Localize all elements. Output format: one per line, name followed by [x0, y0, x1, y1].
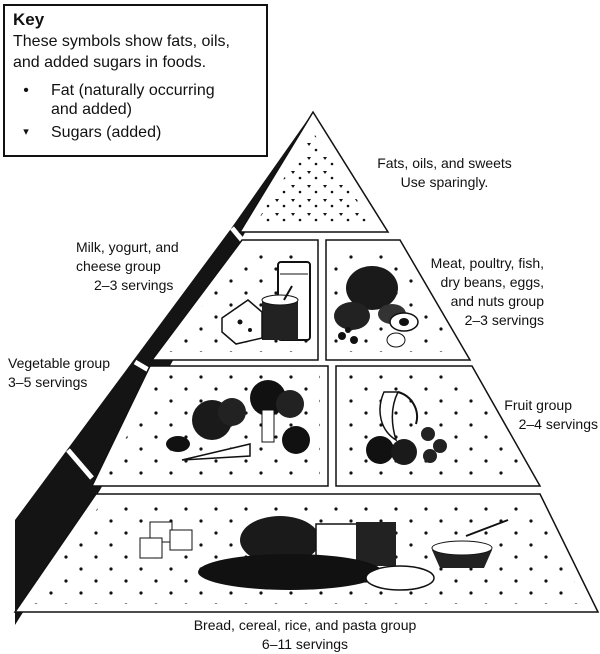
- key-item-sugar: ▾ Sugars (added): [13, 123, 258, 142]
- key-legend: Key These symbols show fats, oils, and a…: [3, 4, 268, 157]
- group-name: and nuts group: [450, 293, 544, 309]
- group-name: Meat, poultry, fish,: [430, 255, 544, 271]
- label-fats: Fats, oils, and sweets Use sparingly.: [352, 154, 537, 192]
- group-servings: 6–11 servings: [261, 636, 349, 652]
- key-item-label: and added): [51, 101, 132, 118]
- group-servings: 3–5 servings: [8, 374, 88, 390]
- group-servings: 2–3 servings: [464, 312, 544, 328]
- group-name: dry beans, eggs,: [440, 274, 544, 290]
- key-title: Key: [13, 10, 45, 29]
- label-milk: Milk, yogurt, and cheese group 2–3 servi…: [76, 238, 179, 295]
- milk-group-illustration: [221, 261, 311, 345]
- label-fruit: Fruit group 2–4 servings: [470, 396, 598, 434]
- group-name: Bread, cereal, rice, and pasta group: [193, 617, 417, 633]
- key-description-line: and added sugars in foods.: [13, 54, 207, 71]
- label-meat: Meat, poultry, fish, dry beans, eggs, an…: [402, 254, 544, 330]
- group-name: Fats, oils, and sweets: [377, 155, 512, 171]
- key-description: These symbols show fats, oils, and added…: [13, 31, 258, 73]
- fruit-group-illustration: [366, 391, 447, 465]
- group-servings: Use sparingly.: [400, 174, 489, 190]
- group-name: cheese group: [76, 258, 161, 274]
- key-description-line: These symbols show fats, oils,: [13, 33, 230, 50]
- group-name: Fruit group: [504, 397, 572, 413]
- group-servings: 2–4 servings: [518, 416, 598, 432]
- sugar-triangle-icon: ▾: [23, 126, 29, 138]
- label-vegetable: Vegetable group 3–5 servings: [8, 354, 110, 392]
- fat-dot-icon: •: [23, 82, 29, 99]
- group-servings: 2–3 servings: [94, 277, 174, 293]
- group-name: Milk, yogurt, and: [76, 239, 179, 255]
- key-item-fat: • Fat (naturally occurring and added): [13, 81, 258, 119]
- group-name: Vegetable group: [8, 355, 110, 371]
- meat-group-illustration: [334, 266, 419, 348]
- label-bread: Bread, cereal, rice, and pasta group 6–1…: [140, 616, 470, 654]
- bread-group-illustration: [139, 516, 509, 591]
- key-item-label: Sugars (added): [51, 124, 162, 141]
- key-item-label: Fat (naturally occurring: [51, 82, 215, 99]
- vegetable-group-illustration: [166, 380, 310, 461]
